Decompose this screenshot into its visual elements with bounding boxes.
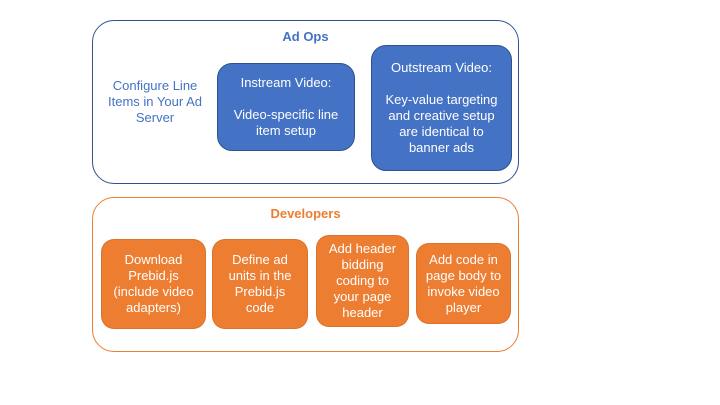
developers-group-title: Developers xyxy=(270,206,341,221)
ad-ops-group: Ad Ops Configure Line Items in Your Ad S… xyxy=(92,20,519,184)
instream-video-box: Instream Video: Video-specific line item… xyxy=(217,63,355,151)
outstream-video-box: Outstream Video: Key-value targeting and… xyxy=(371,45,512,171)
step-define-ad-units-box: Define ad units in the Prebid.js code xyxy=(212,239,308,329)
step-add-header-bidding-box: Add header bidding coding to your page h… xyxy=(316,235,409,327)
step-download-prebid-box: Download Prebid.js (include video adapte… xyxy=(101,239,206,329)
ad-ops-group-title: Ad Ops xyxy=(282,29,329,44)
instream-video-title: Instream Video: xyxy=(240,75,332,90)
developers-group: Developers Download Prebid.js (include v… xyxy=(92,197,519,352)
step-add-page-body-code-box: Add code in page body to invoke video pl… xyxy=(416,243,511,324)
instream-video-body: Video-specific line item setup xyxy=(233,107,339,138)
outstream-video-body: Key-value targeting and creative setup a… xyxy=(385,92,498,155)
outstream-video-title: Outstream Video: xyxy=(391,60,492,75)
configure-line-items-note: Configure Line Items in Your Ad Server xyxy=(108,78,202,125)
